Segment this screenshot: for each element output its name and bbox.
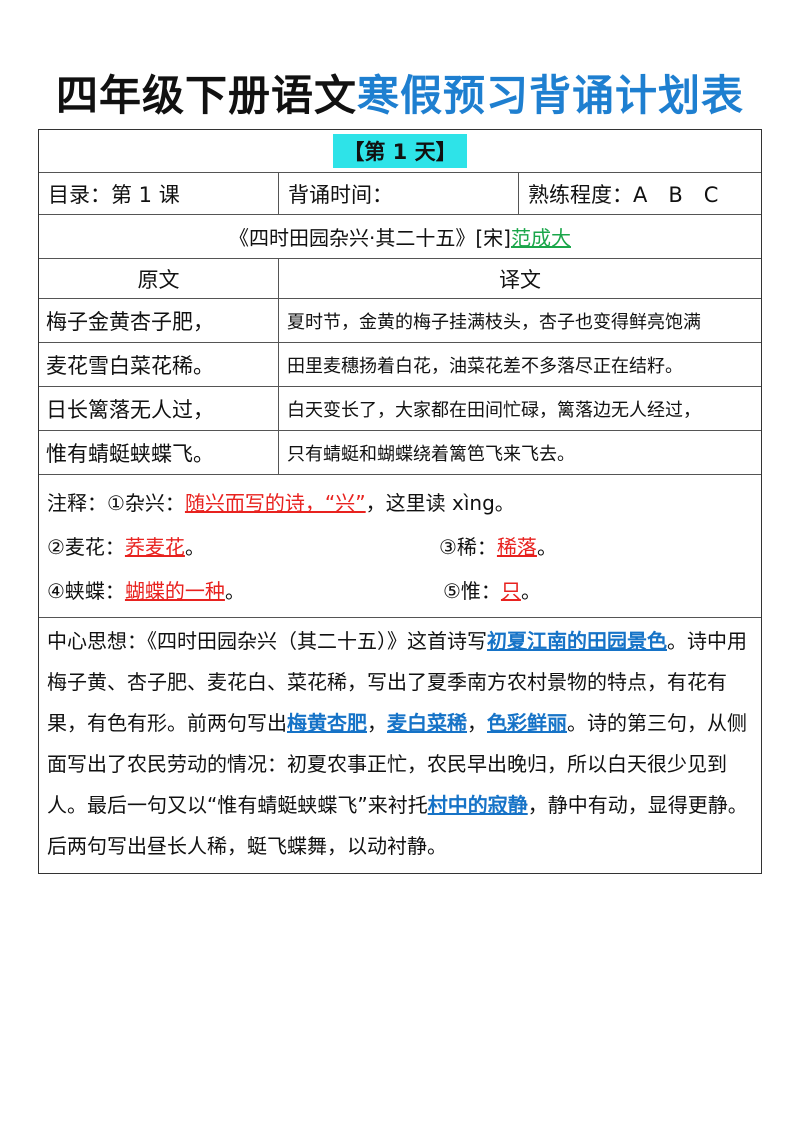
header-original: 原文 bbox=[39, 259, 279, 298]
recite-time-cell: 背诵时间： bbox=[279, 173, 519, 214]
summary-text: ，静中有动，显得更静。后两句写出昼长人稀，蜓飞蝶舞，以动衬静。 bbox=[47, 793, 748, 858]
translation-line: 只有蜻蜓和蝴蝶绕着篱笆飞来飞去。 bbox=[287, 443, 575, 465]
poem-author: 范成大 bbox=[510, 226, 571, 250]
poem-line-row: 梅子金黄杏子肥， 夏时节，金黄的梅子挂满枝头，杏子也变得鲜亮饱满 bbox=[39, 299, 761, 343]
note-3-term: ③稀： bbox=[439, 534, 497, 559]
proficiency-cell: 熟练程度：A B C bbox=[528, 182, 719, 207]
note-line-2: ②麦花：荞麦花。 ③稀：稀落。 bbox=[47, 523, 753, 567]
summary-text: ， bbox=[467, 711, 487, 735]
poem-title-row: 《四时田园杂兴·其二十五》[宋]范成大 bbox=[39, 215, 761, 259]
summary-highlight: 村中的寂静 bbox=[427, 793, 528, 817]
poem-line-row: 惟有蜻蜓蛱蝶飞。 只有蜻蜓和蝴蝶绕着篱笆飞来飞去。 bbox=[39, 431, 761, 475]
note-line-3: ④蛱蝶：蝴蝶的一种。 ⑤惟：只。 bbox=[47, 567, 753, 611]
poem-line-row: 麦花雪白菜花稀。 田里麦穗扬着白花，油菜花差不多落尽正在结籽。 bbox=[39, 343, 761, 387]
note-2-term: ②麦花： bbox=[47, 534, 125, 559]
original-line: 日长篱落无人过， bbox=[39, 387, 279, 430]
summary-text: ， bbox=[367, 711, 387, 735]
catalog-cell: 目录：第 1 课 bbox=[39, 173, 279, 214]
note-3-end: 。 bbox=[536, 534, 557, 559]
note-1-prefix: 注释：①杂兴： bbox=[47, 490, 185, 515]
translation-line: 田里麦穗扬着白花，油菜花差不多落尽正在结籽。 bbox=[287, 355, 683, 377]
day-row: 【第 1 天】 bbox=[39, 130, 761, 173]
summary-text: 。诗中用梅子黄、杏子肥、麦花白、菜花稀，写出了夏季南方农村景物的特点，有花有果，… bbox=[47, 629, 747, 735]
original-line: 麦花雪白菜花稀。 bbox=[39, 343, 279, 386]
original-line: 梅子金黄杏子肥， bbox=[39, 299, 279, 342]
title-part2: 寒假预习背诵计划表 bbox=[357, 71, 745, 120]
note-3-definition: 稀落 bbox=[496, 534, 537, 559]
note-line-1: 注释：①杂兴：随兴而写的诗，“兴”，这里读 xìng。 bbox=[47, 479, 753, 523]
summary-text: 。诗的第三句，从侧面写出了农民劳动的情况：初夏农事正忙，农民早出晚归，所以白天很… bbox=[47, 711, 747, 817]
note-4-term: ④蛱蝶： bbox=[47, 578, 125, 603]
notes-section: 注释：①杂兴：随兴而写的诗，“兴”，这里读 xìng。 ②麦花：荞麦花。 ③稀：… bbox=[39, 475, 761, 618]
poem-title: 《四时田园杂兴·其二十五》[宋] bbox=[229, 226, 511, 250]
page-title: 四年级下册语文寒假预习背诵计划表 bbox=[0, 62, 800, 123]
note-1-suffix: ，这里读 xìng。 bbox=[365, 490, 515, 515]
summary-highlight: 梅黄杏肥 bbox=[287, 711, 367, 735]
note-5-term: ⑤惟： bbox=[443, 578, 501, 603]
note-2-end: 。 bbox=[184, 534, 205, 559]
note-1-definition: 随兴而写的诗，“兴” bbox=[184, 490, 366, 515]
poem-line-row: 日长篱落无人过， 白天变长了，大家都在田间忙碌，篱落边无人经过， bbox=[39, 387, 761, 431]
summary-highlight: 麦白菜稀 bbox=[387, 711, 467, 735]
note-5: ⑤惟：只。 bbox=[443, 575, 541, 604]
header-translation: 译文 bbox=[499, 267, 541, 292]
summary-highlight: 初夏江南的田园景色 bbox=[487, 629, 667, 653]
note-4-end: 。 bbox=[224, 578, 245, 603]
day-badge: 【第 1 天】 bbox=[333, 134, 467, 168]
summary-text: 中心思想：《四时田园杂兴（其二十五）》这首诗写 bbox=[47, 629, 487, 653]
original-line: 惟有蜻蜓蛱蝶飞。 bbox=[39, 431, 279, 474]
note-5-end: 。 bbox=[520, 578, 541, 603]
title-part1: 四年级下册语文 bbox=[55, 71, 357, 120]
translation-line: 白天变长了，大家都在田间忙碌，篱落边无人经过， bbox=[287, 399, 701, 421]
plan-table: 【第 1 天】 目录：第 1 课 背诵时间： 熟练程度：A B C 《四时田园杂… bbox=[38, 129, 762, 874]
note-5-definition: 只 bbox=[500, 578, 521, 603]
info-row: 目录：第 1 课 背诵时间： 熟练程度：A B C bbox=[39, 173, 761, 215]
note-2-definition: 荞麦花 bbox=[124, 534, 185, 559]
column-header-row: 原文 译文 bbox=[39, 259, 761, 299]
central-idea-section: 中心思想：《四时田园杂兴（其二十五）》这首诗写初夏江南的田园景色。诗中用梅子黄、… bbox=[39, 618, 761, 873]
summary-highlight: 色彩鲜丽 bbox=[487, 711, 567, 735]
note-4-definition: 蝴蝶的一种 bbox=[124, 578, 225, 603]
note-3: ③稀：稀落。 bbox=[439, 531, 557, 560]
translation-line: 夏时节，金黄的梅子挂满枝头，杏子也变得鲜亮饱满 bbox=[287, 311, 701, 333]
